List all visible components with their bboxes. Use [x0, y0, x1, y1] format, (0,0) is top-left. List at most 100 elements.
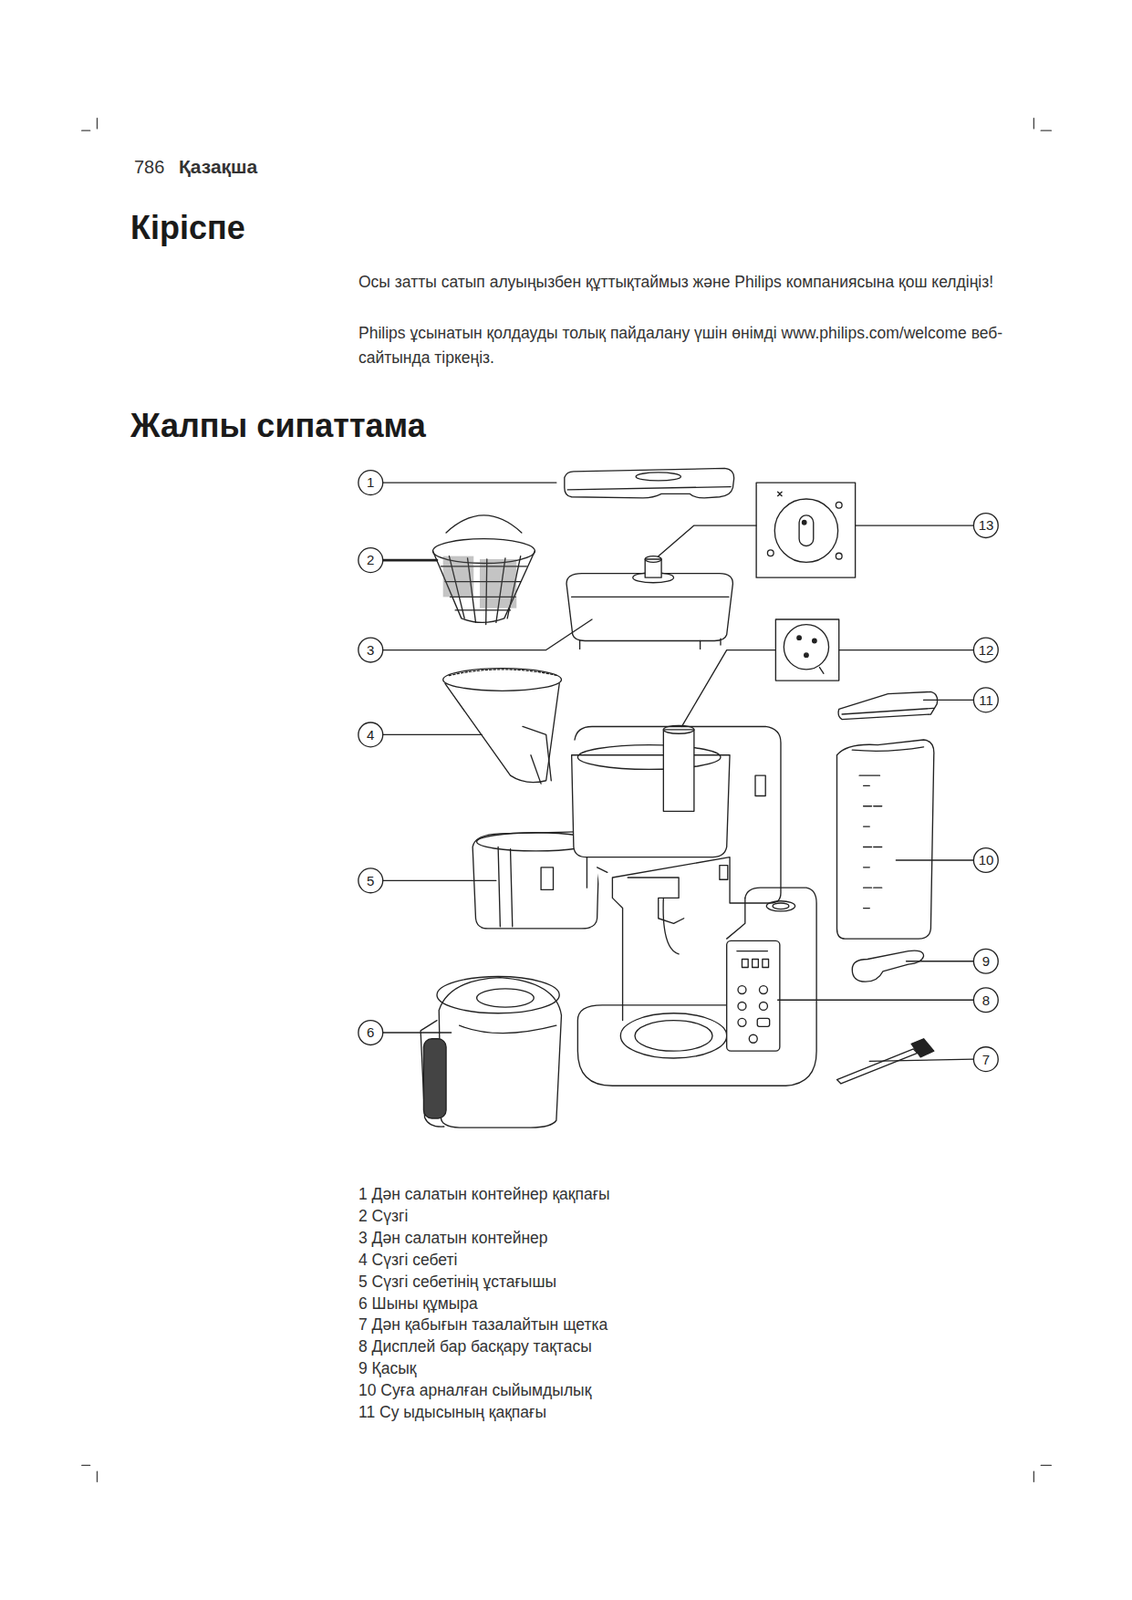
leader-line — [924, 699, 975, 701]
leader-line — [681, 650, 974, 727]
leader-line — [869, 1059, 974, 1061]
glass-jug — [459, 1025, 557, 1033]
water-tank-lid — [838, 691, 937, 719]
callout-number: 11 — [973, 691, 999, 710]
water-tank — [836, 739, 934, 939]
control-panel — [737, 986, 747, 995]
callout-number: 6 — [357, 1023, 384, 1042]
callout-number: 8 — [973, 991, 999, 1010]
leader-line — [658, 525, 975, 557]
bean-container — [566, 556, 733, 650]
part-list-item: 8 Дисплей бар басқару тақтасы — [358, 1336, 592, 1357]
callout-circle — [358, 470, 998, 1072]
coffee-maker-body — [627, 877, 685, 924]
bean-container-lid — [567, 487, 731, 490]
filter — [446, 515, 522, 533]
filter — [479, 559, 517, 609]
callout-circle — [973, 987, 998, 1013]
coffee-maker-body — [571, 725, 817, 1086]
glass-jug — [438, 977, 561, 1128]
part-list-item: 6 Шыны құмыра — [358, 1293, 478, 1314]
inset-knob — [756, 482, 856, 578]
leader-line — [383, 880, 497, 882]
callout-number: 10 — [973, 851, 999, 870]
spoon — [851, 950, 924, 982]
section-heading: Кіріспе — [130, 208, 246, 248]
callout-circle — [358, 637, 384, 663]
control-panel — [748, 1034, 758, 1043]
inset-connector — [783, 624, 829, 670]
callout-number: 1 — [357, 473, 384, 492]
coffee-maker-body — [663, 729, 695, 811]
section-heading: Жалпы сипаттама — [130, 406, 426, 446]
callout-circle — [973, 687, 998, 713]
callout-number: 13 — [973, 516, 999, 535]
page-number: 786 — [134, 156, 165, 178]
inset-knob — [774, 498, 838, 562]
leader-line — [383, 481, 557, 483]
bean-container — [571, 596, 729, 598]
coffee-maker-body — [719, 865, 728, 881]
callout-circle — [973, 1047, 998, 1072]
coffee-maker-body — [620, 1013, 727, 1059]
bean-container-lid — [635, 472, 681, 481]
part-list-item: 4 Сүзгі себеті — [358, 1249, 457, 1270]
callout-circle — [358, 868, 384, 894]
leader-line — [383, 1031, 452, 1033]
glass-jug — [423, 1038, 447, 1119]
callout-circle — [358, 548, 384, 573]
callout-number: 9 — [973, 952, 999, 971]
language-header: Қазақша — [178, 155, 258, 178]
part-list-item: 5 Сүзгі себетінің ұстағышы — [358, 1271, 557, 1292]
bean-container-lid — [564, 467, 735, 498]
inset-connector — [797, 635, 801, 640]
leader-line — [383, 482, 975, 1061]
inset-knob — [801, 519, 806, 524]
callout-number: 4 — [357, 726, 384, 745]
coffee-maker-body — [571, 755, 730, 858]
part-list-item: 9 Қасық — [358, 1358, 417, 1379]
inset-knob — [778, 491, 782, 496]
inset-knob — [835, 501, 842, 509]
filter-basket — [443, 668, 562, 784]
callout-circle — [973, 513, 998, 539]
inset-connector — [775, 619, 839, 681]
bean-container-lid — [564, 467, 735, 498]
coffee-maker-body — [772, 903, 790, 910]
control-panel — [737, 1001, 747, 1010]
water-tank — [859, 775, 883, 908]
leader-line — [895, 859, 974, 861]
filter-holder — [540, 867, 553, 891]
leader-line — [383, 559, 437, 562]
callout-circle — [973, 637, 998, 663]
bean-container — [566, 573, 733, 642]
filter — [443, 556, 475, 598]
callout-number: 12 — [973, 641, 999, 660]
callout-number: 7 — [973, 1050, 999, 1070]
coffee-maker-body — [577, 745, 721, 770]
coffee-maker-body — [766, 901, 795, 912]
part-list-item: 7 Дән қабығын тазалайтын щетка — [358, 1314, 608, 1335]
crop-mark — [82, 118, 1052, 1482]
part-list-item: 10 Суға арналған сыйымдылық — [358, 1380, 592, 1401]
control-panel — [726, 940, 780, 1051]
inset-knob — [767, 550, 774, 557]
callout-number: 2 — [357, 550, 384, 570]
part-list-item: 11 Су ыдысының қақпағы — [358, 1402, 547, 1423]
callout-circle — [973, 848, 998, 873]
filter-basket — [443, 668, 562, 692]
coffee-maker-body — [726, 897, 746, 939]
control-panel — [737, 1017, 747, 1027]
control-panel — [737, 951, 769, 968]
coffee-maker-body — [755, 775, 766, 796]
intro-paragraph: Осы затты сатып алуыңызбен құттықтаймыз … — [358, 270, 1007, 295]
part-list-item: 2 Сүзгі — [358, 1205, 408, 1226]
spoon — [851, 950, 924, 982]
control-panel — [726, 940, 780, 1051]
callout-circle — [358, 1020, 384, 1046]
water-tank-lid — [841, 707, 935, 715]
intro-paragraph: Philips ұсынатын қолдауды толық пайдалан… — [358, 321, 1007, 371]
part-list-item: 1 Дән салатын контейнер қақпағы — [358, 1183, 611, 1205]
leader-line — [778, 999, 975, 1001]
leader-line — [906, 960, 975, 962]
